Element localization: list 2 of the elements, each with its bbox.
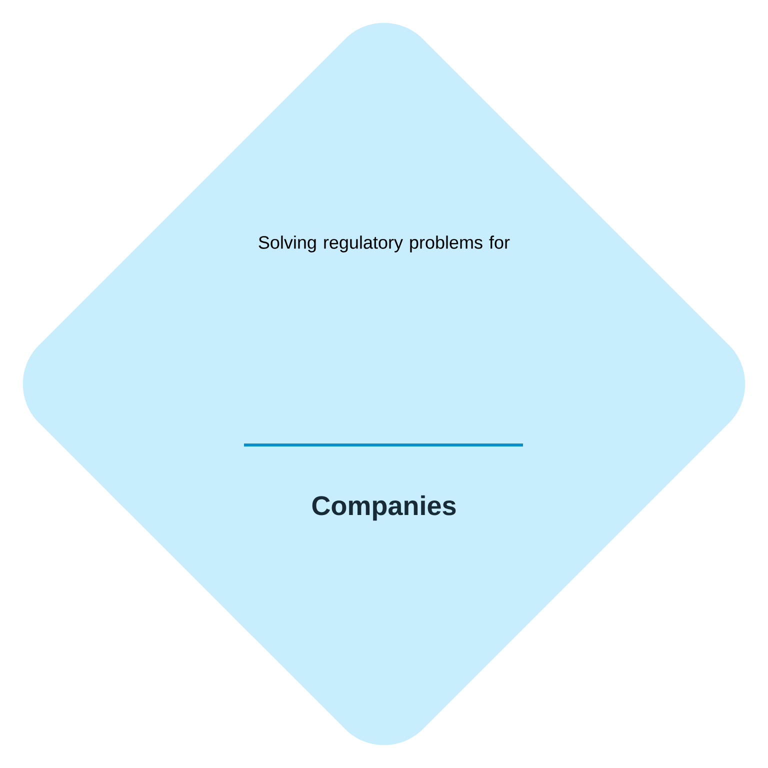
diamond-title: Companies bbox=[312, 495, 456, 521]
diamond-heading: Solving regulatory problems for bbox=[258, 236, 510, 252]
